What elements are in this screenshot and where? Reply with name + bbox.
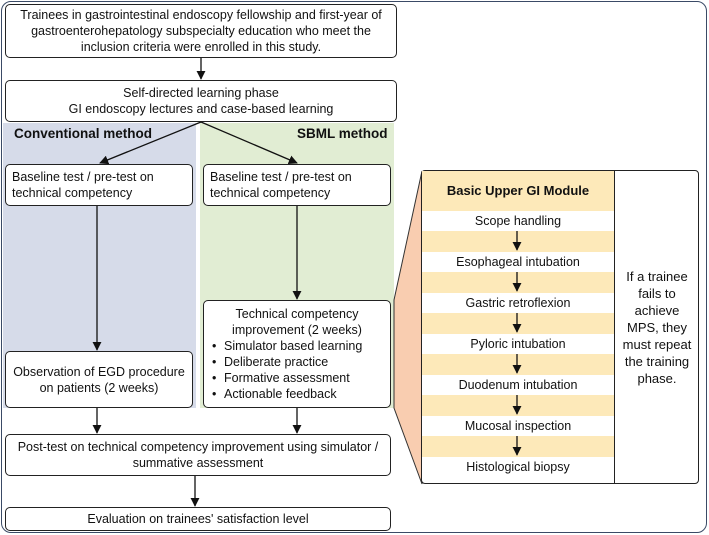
evaluation-text: Evaluation on trainees' satisfaction lev… [87, 512, 309, 526]
conventional-baseline-box: Baseline test / pre-test on technical co… [5, 164, 193, 206]
basic-upper-gi-module: Basic Upper GI Module Scope handling Eso… [421, 170, 699, 484]
improvement-item: Simulator based learning [212, 338, 384, 354]
post-test-text: Post-test on technical competency improv… [17, 440, 379, 470]
module-step: Esophageal intubation [422, 252, 614, 273]
enrollment-text: Trainees in gastrointestinal endoscopy f… [20, 8, 382, 54]
repeat-training-note: If a trainee fails to achieve MPS, they … [622, 268, 692, 386]
self-directed-line1: Self-directed learning phase [123, 86, 279, 100]
module-title: Basic Upper GI Module [422, 171, 614, 212]
improvement-title: Technical competency improvement (2 week… [232, 307, 362, 337]
module-step: Scope handling [422, 211, 614, 232]
observation-box: Observation of EGD procedure on patients… [5, 351, 193, 408]
module-steps-column: Basic Upper GI Module Scope handling Eso… [422, 171, 615, 483]
arrow-self-to-conv [99, 121, 202, 165]
sbml-method-title: SBML method [297, 126, 388, 141]
enrollment-box: Trainees in gastrointestinal endoscopy f… [5, 4, 397, 58]
post-test-box: Post-test on technical competency improv… [5, 434, 391, 476]
module-step: Mucosal inspection [422, 416, 614, 437]
observation-text: Observation of EGD procedure on patients… [13, 364, 185, 395]
sbml-baseline-box: Baseline test / pre-test on technical co… [203, 164, 391, 206]
self-directed-line2: GI endoscopy lectures and case-based lea… [68, 102, 334, 116]
improvement-list: Simulator based learning Deliberate prac… [210, 338, 384, 402]
self-directed-box: Self-directed learning phase GI endoscop… [5, 80, 397, 122]
improvement-item: Formative assessment [212, 370, 384, 386]
conventional-baseline-text: Baseline test / pre-test on technical co… [12, 170, 154, 200]
improvement-box: Technical competency improvement (2 week… [203, 300, 391, 408]
arrow-self-to-sbml [200, 121, 298, 164]
module-step: Histological biopsy [422, 457, 614, 477]
conventional-method-title: Conventional method [14, 126, 152, 141]
sbml-baseline-text: Baseline test / pre-test on technical co… [210, 170, 352, 200]
improvement-item: Actionable feedback [212, 386, 384, 402]
evaluation-box: Evaluation on trainees' satisfaction lev… [5, 507, 391, 531]
improvement-item: Deliberate practice [212, 354, 384, 370]
